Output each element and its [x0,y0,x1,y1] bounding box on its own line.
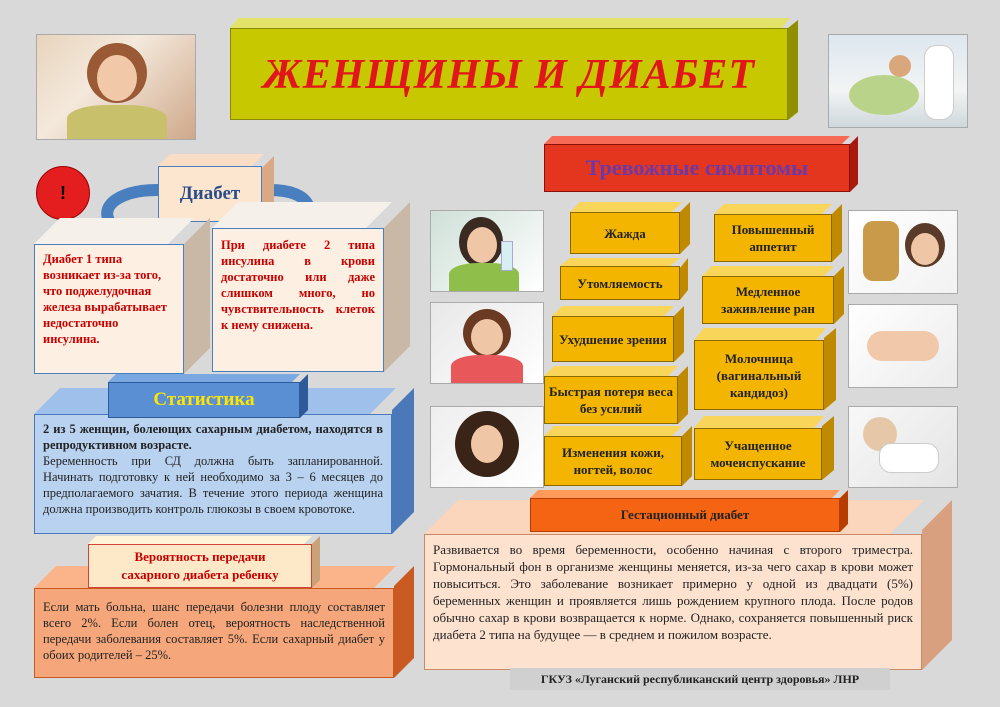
photo-pregnant-woman-doctor [828,34,968,128]
statistics-label-box: Статистика [108,374,308,418]
diabetes-label: Диабет [179,183,241,204]
symptom-skin-label: Изменения кожи, ногтей, волос [544,436,682,486]
photo-woman-hair [430,406,544,488]
statistics-text: Беременность при СД должна быть запланир… [43,454,383,516]
symptom-weight-loss-label: Быстрая потеря веса без усилий [544,376,678,424]
photo-woman-discomfort [848,406,958,488]
symptom-thrush-label: Молочница (вагинальный кандидоз) [694,340,824,410]
symptom-appetite: Повышенный аппетит [714,204,842,262]
alert-icon: ! [36,166,90,220]
symptom-fatigue: Утомляемость [560,258,688,300]
type1-box: Диабет 1 типа возникает из-за того, что … [34,218,210,374]
symptom-wound-healing-label: Медленное заживление ран [702,276,834,324]
symptom-urination-label: Учащенное мочеиспускание [694,428,822,480]
photo-woman-tired [430,302,544,384]
footer-text: ГКУЗ «Луганский республиканский центр зд… [540,671,860,686]
symptom-vision: Ухудшение зрения [552,306,684,362]
symptoms-title-box: Тревожные симптомы [544,136,858,192]
symptom-thirst-label: Жажда [570,212,680,254]
heredity-label-box: Вероятность передачи сахарного диабета р… [88,536,320,588]
symptom-fatigue-label: Утомляемость [560,266,680,300]
symptom-vision-label: Ухудшение зрения [552,316,674,362]
gestational-label-box: Гестационный диабет [530,490,848,532]
photo-hands [848,304,958,388]
statistics-label: Статистика [153,389,255,410]
symptom-weight-loss: Быстрая потеря веса без усилий [544,366,688,424]
type2-text: При диабете 2 типа инсулина в крови дост… [221,238,375,332]
photo-woman-eating [848,210,958,294]
alert-mark: ! [60,182,66,203]
statistics-lead: 2 из 5 женщин, болеющих сахарным диабето… [43,422,383,452]
type2-box: При диабете 2 типа инсулина в крови дост… [212,202,410,372]
symptom-appetite-label: Повышенный аппетит [714,214,832,262]
gestational-text: Развивается во время беременности, особе… [433,542,913,642]
type1-text: Диабет 1 типа возникает из-за того, что … [43,252,167,346]
photo-woman-glucose-test [36,34,196,140]
statistics-block: 2 из 5 женщин, болеющих сахарным диабето… [34,388,414,534]
heredity-label-line2: сахарного диабета ребенку [121,567,279,582]
heredity-text: Если мать больна, шанс передачи болезни … [43,600,385,662]
symptom-wound-healing: Медленное заживление ран [702,266,844,324]
gestational-label: Гестационный диабет [620,507,750,522]
page-title: ЖЕНЩИНЫ И ДИАБЕТ [263,52,755,98]
symptom-thirst: Жажда [570,202,690,254]
symptoms-title: Тревожные симптомы [585,155,809,180]
title-banner: ЖЕНЩИНЫ И ДИАБЕТ [230,18,798,120]
symptom-skin: Изменения кожи, ногтей, волос [544,426,692,486]
symptom-thrush: Молочница (вагинальный кандидоз) [694,328,836,410]
footer-credit: ГКУЗ «Луганский республиканский центр зд… [510,668,890,690]
heredity-label-line1: Вероятность передачи [134,549,266,564]
symptom-urination: Учащенное мочеиспускание [694,416,834,480]
photo-woman-drinking [430,210,544,292]
